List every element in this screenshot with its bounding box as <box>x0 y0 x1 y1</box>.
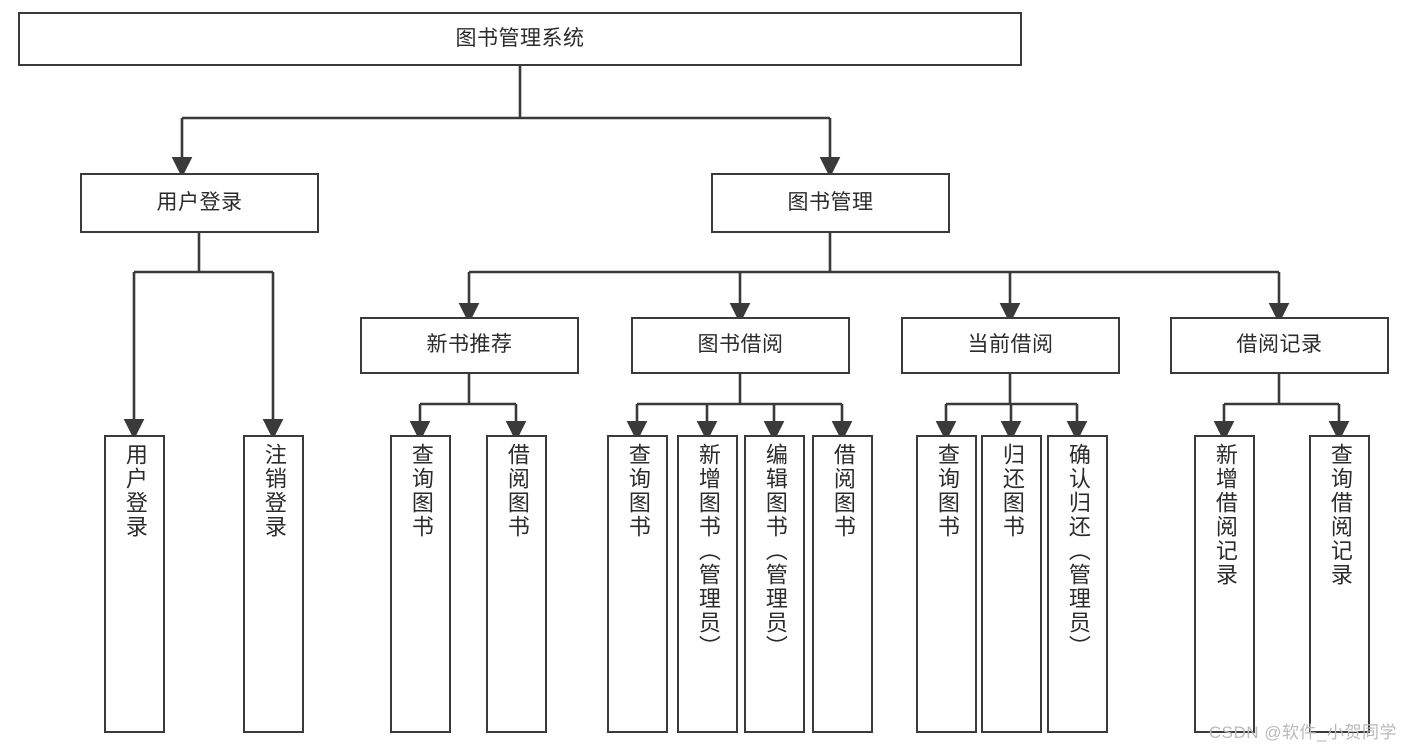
node-label: 编辑图书（管理员） <box>762 443 788 659</box>
node-label: 图书借阅 <box>697 333 784 357</box>
node-root-library-system[interactable]: 图书管理系统 <box>18 12 1022 66</box>
node-current-borrow[interactable]: 当前借阅 <box>901 317 1120 374</box>
node-borrow-records[interactable]: 借阅记录 <box>1170 317 1389 374</box>
node-label: 归还图书 <box>999 443 1025 539</box>
node-label: 新书推荐 <box>426 333 513 357</box>
leaf-user-login-login[interactable]: 用户登录 <box>104 435 165 733</box>
leaf-current-borrow-confirm-admin[interactable]: 确认归还（管理员） <box>1047 435 1108 733</box>
node-label: 查询图书 <box>408 443 434 539</box>
node-new-book-recommend[interactable]: 新书推荐 <box>360 317 579 374</box>
leaf-book-borrow-edit-admin[interactable]: 编辑图书（管理员） <box>744 435 805 733</box>
leaf-user-login-logout[interactable]: 注销登录 <box>243 435 304 733</box>
leaf-borrow-records-query[interactable]: 查询借阅记录 <box>1309 435 1370 733</box>
leaf-current-borrow-return[interactable]: 归还图书 <box>981 435 1042 733</box>
node-label: 图书管理系统 <box>455 26 585 50</box>
node-label: 用户登录 <box>156 190 243 214</box>
node-label: 用户登录 <box>122 443 148 539</box>
node-label: 新增借阅记录 <box>1212 443 1238 587</box>
node-label: 确认归还（管理员） <box>1065 443 1091 659</box>
leaf-new-book-borrow[interactable]: 借阅图书 <box>486 435 547 733</box>
node-user-login[interactable]: 用户登录 <box>80 173 319 233</box>
node-label: 新增图书（管理员） <box>695 443 721 659</box>
leaf-current-borrow-query[interactable]: 查询图书 <box>916 435 977 733</box>
leaf-new-book-query[interactable]: 查询图书 <box>390 435 451 733</box>
node-label: 查询借阅记录 <box>1327 443 1353 587</box>
node-label: 图书管理 <box>787 190 874 214</box>
node-label: 借阅记录 <box>1236 333 1323 357</box>
leaf-borrow-records-add[interactable]: 新增借阅记录 <box>1194 435 1255 733</box>
node-book-management[interactable]: 图书管理 <box>711 173 950 233</box>
leaf-book-borrow-borrow[interactable]: 借阅图书 <box>812 435 873 733</box>
node-label: 借阅图书 <box>504 443 530 539</box>
node-book-borrow[interactable]: 图书借阅 <box>631 317 850 374</box>
node-label: 借阅图书 <box>830 443 856 539</box>
leaf-book-borrow-add-admin[interactable]: 新增图书（管理员） <box>677 435 738 733</box>
node-label: 当前借阅 <box>967 333 1054 357</box>
leaf-book-borrow-query[interactable]: 查询图书 <box>607 435 668 733</box>
node-label: 查询图书 <box>625 443 651 539</box>
node-label: 查询图书 <box>934 443 960 539</box>
node-label: 注销登录 <box>261 443 287 539</box>
